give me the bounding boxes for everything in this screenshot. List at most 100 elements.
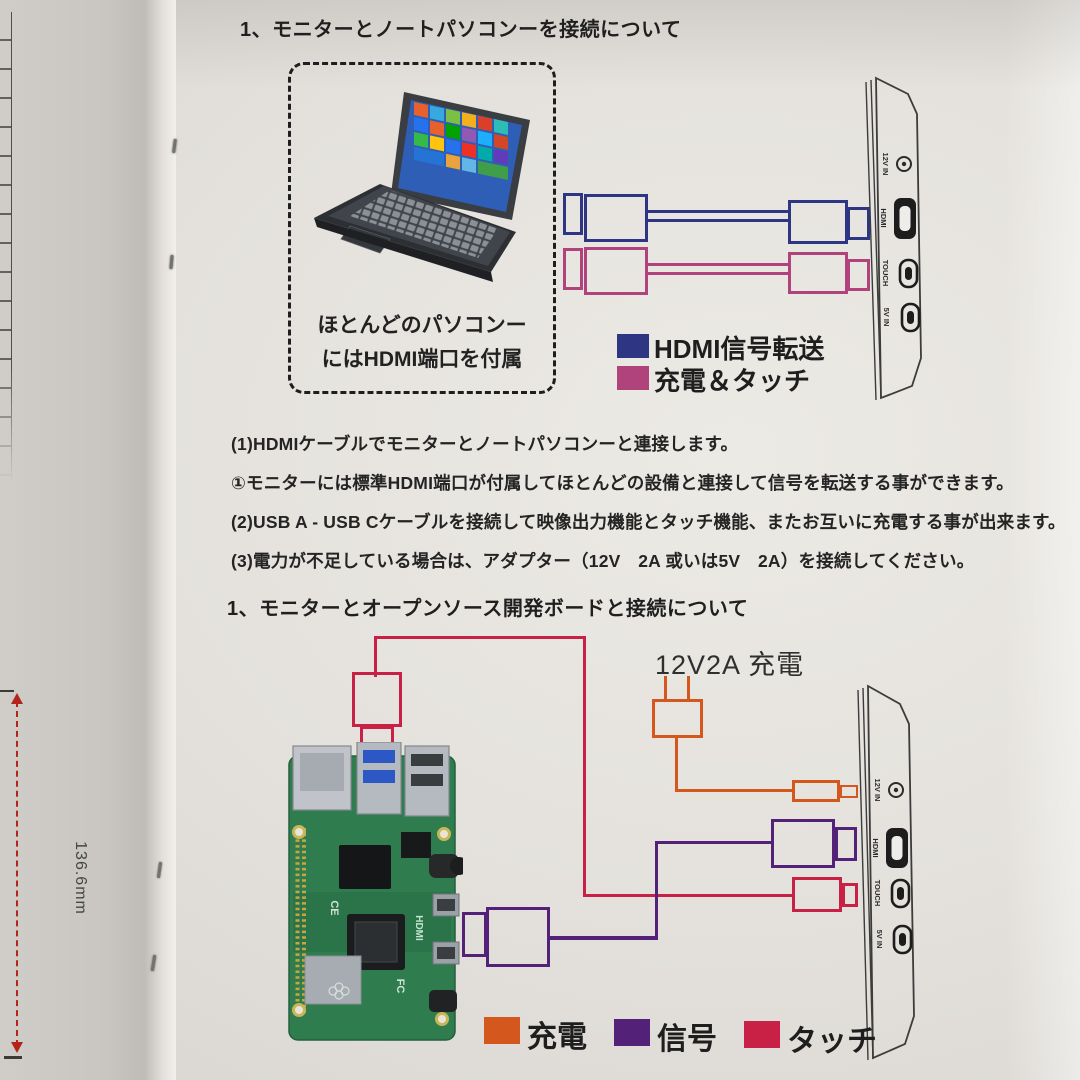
pi-mount-hole	[435, 1012, 449, 1026]
monitor-body-outline	[875, 76, 922, 400]
hdmi-cable-plug-left-tip	[563, 193, 583, 235]
port-label-touch: TOUCH	[881, 260, 890, 287]
section2-heading: 1、モニターとオープンソース開発ボードと接続について	[227, 598, 749, 620]
hdmi-port-slot	[899, 206, 911, 231]
pi-audio-jack-end	[450, 857, 463, 875]
monitor-body-outline	[867, 684, 915, 1060]
usb-cable-plug-right-body	[788, 252, 848, 294]
touch-wire-upper	[374, 636, 586, 677]
power-adapter-label: 12V2A 充電	[655, 650, 805, 680]
instruction-line: (1)HDMIケーブルでモニターとノートパソコンーと連接します。	[231, 434, 739, 454]
touch-usbc-port	[890, 878, 911, 909]
touch-usb-a-plug-body	[352, 672, 402, 727]
pi-audio-jack	[429, 854, 459, 878]
laptop-caption-line2: にはHDMI端口を付属	[321, 348, 523, 371]
dc-jack-pin	[901, 161, 907, 167]
booklet-spine	[0, 0, 176, 1080]
signal-wire-horizontal	[549, 936, 657, 940]
hdmi-cable-line	[646, 210, 790, 222]
signal-connector-tip	[835, 827, 857, 861]
hdmi-cable-plug-left-body	[584, 194, 648, 242]
touch-connector-body	[792, 877, 842, 912]
dc-jack-pin	[893, 787, 899, 793]
legend-label-touch: タッチ	[787, 1025, 877, 1058]
laptop-dashed-box	[288, 62, 556, 394]
pi-small-chip	[401, 832, 431, 858]
pi-micro-hdmi-slot2	[437, 947, 455, 959]
pi-usb3-tongue	[363, 750, 395, 763]
dimension-arrowhead-down	[11, 1042, 23, 1053]
pi-usbc-power-port	[429, 990, 457, 1012]
instruction-line: ①モニターには標準HDMI端口が付属してほとんどの設備と連接して信号を転送する事…	[231, 473, 1014, 493]
legend-swatch-touch	[744, 1021, 780, 1048]
section1-heading: 1、モニターとノートパソコンーを接続について	[240, 19, 682, 41]
port-label-5v-in: 5V IN	[875, 930, 884, 949]
usb-cable-plug-right-tip	[847, 259, 870, 291]
legend-swatch-charge	[484, 1017, 520, 1044]
pi-micro-hdmi-slot	[437, 899, 455, 911]
legend-label-signal: 信号	[657, 1023, 717, 1056]
charge-wire	[675, 735, 795, 792]
laptop-keyboard	[350, 190, 498, 258]
pi-ce-mark: CE	[328, 900, 340, 915]
monitor-front-surface	[865, 81, 877, 401]
pi-cpu-lid	[354, 921, 398, 963]
power-usbc-port	[900, 302, 921, 333]
laptop-front-edge	[314, 218, 493, 282]
monitor-side-view-top: 12V IN HDMI TOUCH 5V IN	[865, 76, 922, 401]
charge-connector-body	[792, 780, 840, 802]
instruction-line: (3)電力が不足している場合は、アダプター（12V 2A 或いは5V 2A）を接…	[231, 551, 975, 571]
staple	[172, 138, 177, 154]
dimension-arrow-line	[16, 701, 18, 1046]
legend-swatch-signal	[614, 1019, 650, 1046]
touch-wire-lower	[583, 636, 795, 897]
hdmi-port-slot	[891, 836, 903, 860]
charge-connector-tip	[840, 785, 858, 798]
port-label-12v-in: 12V IN	[873, 779, 882, 802]
touch-usbc-slot	[897, 887, 904, 900]
hdmi-cable-plug-right-tip	[847, 207, 870, 240]
dc-jack-port	[896, 156, 912, 172]
power-usbc-port	[892, 924, 913, 955]
legend-swatch-hdmi	[617, 334, 649, 358]
dimension-extension-tick-bottom	[4, 1056, 22, 1059]
port-label-12v-in: 12V IN	[881, 153, 890, 176]
touch-connector-tip	[842, 883, 858, 907]
laptop-caption-line1: ほとんどのパソコンー	[317, 314, 527, 337]
signal-connector-body	[771, 819, 835, 868]
pi-ethernet-inner	[300, 753, 344, 791]
power-usbc-slot	[907, 311, 914, 324]
monitor-front-surface	[857, 689, 869, 1061]
monitor-side-view-bottom: 12V IN HDMI TOUCH 5V IN	[857, 684, 915, 1061]
usb-cable-line	[646, 263, 790, 275]
signal-wire-bend	[655, 841, 773, 940]
legend-label-hdmi: HDMI信号転送	[654, 334, 825, 364]
underlying-table-grid	[0, 12, 12, 482]
usb-cable-plug-left-tip	[563, 248, 583, 290]
hdmi-cable-plug-right-body	[788, 200, 848, 244]
port-label-hdmi: HDMI	[879, 208, 888, 227]
port-label-touch: TOUCH	[873, 880, 882, 907]
signal-plug-body	[486, 907, 550, 967]
pi-mount-hole	[292, 1003, 306, 1017]
pi-silk-hdmi-label: HDMI	[413, 915, 424, 941]
laptop-photo	[314, 92, 530, 282]
pi-usb2-slot	[411, 754, 443, 766]
raspberry-pi-board-photo: HDMI CE FC	[288, 742, 463, 1041]
dimension-extension-tick-top	[0, 690, 14, 692]
legend-label-charge-touch: 充電＆タッチ	[654, 366, 811, 396]
dimension-label: 136.6mm	[71, 841, 89, 915]
pi-fcc-mark: FC	[394, 979, 406, 994]
pi-usb3-tongue2	[363, 770, 395, 783]
plug-prong-right	[687, 676, 690, 701]
pi-mount-hole	[437, 827, 451, 841]
pi-ram-chip	[339, 845, 391, 889]
signal-plug-tip	[462, 912, 487, 957]
usb-cable-plug-left-body	[584, 247, 648, 295]
dimension-label-wrap: 136.6mm	[20, 818, 140, 938]
pi-usb2-slot2	[411, 774, 443, 786]
port-label-hdmi: HDMI	[871, 838, 880, 857]
touch-usbc-slot	[905, 267, 912, 280]
pi-wifi-shield	[304, 955, 362, 1005]
